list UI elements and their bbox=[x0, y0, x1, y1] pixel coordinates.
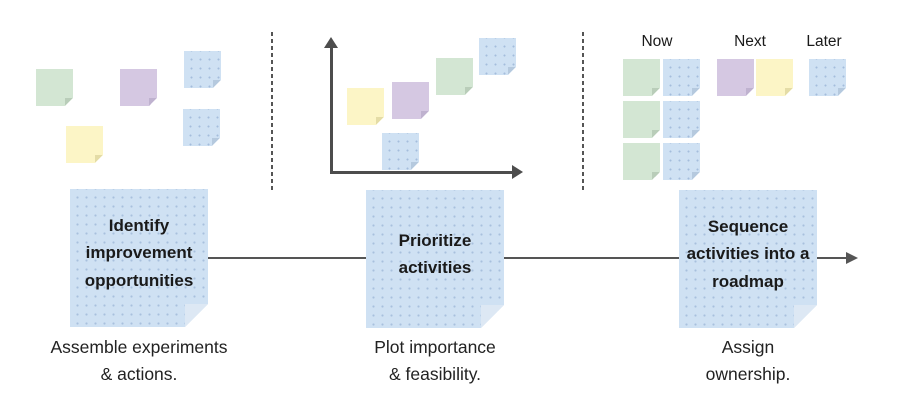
roadmap-column-label-next: Next bbox=[734, 33, 766, 50]
sticky-note-blue bbox=[183, 109, 220, 146]
sticky-note-yellow bbox=[756, 59, 793, 96]
roadmap-column-label-now: Now bbox=[641, 33, 673, 50]
sticky-note-blue bbox=[809, 59, 846, 96]
sticky-note-blue bbox=[479, 38, 516, 75]
roadmap-column-label-later: Later bbox=[806, 33, 842, 50]
sticky-note-green bbox=[623, 59, 660, 96]
sticky-note-blue bbox=[663, 59, 700, 96]
step-note-sequence: Sequence activities into a roadmap bbox=[679, 190, 817, 328]
sticky-note-blue bbox=[663, 101, 700, 138]
step-caption: Assign ownership. bbox=[705, 337, 791, 385]
section-divider-2 bbox=[582, 32, 584, 193]
step-note-identify: Identify improvement opportunities bbox=[70, 189, 208, 327]
sticky-note-blue bbox=[184, 51, 221, 88]
step-caption: Plot importance & feasibility. bbox=[374, 337, 496, 385]
sticky-note-green bbox=[623, 101, 660, 138]
sticky-note-purple bbox=[717, 59, 754, 96]
section-divider-1 bbox=[271, 32, 273, 193]
x-axis-arrowhead-icon bbox=[512, 165, 523, 179]
sticky-note-green bbox=[623, 143, 660, 180]
sticky-note-yellow bbox=[66, 126, 103, 163]
step-title: Prioritize activities bbox=[398, 230, 472, 277]
flow-arrow-line bbox=[208, 257, 847, 259]
sticky-note-purple bbox=[120, 69, 157, 106]
sticky-note-blue bbox=[382, 133, 419, 170]
y-axis-arrowhead-icon bbox=[324, 37, 338, 48]
step-note-prioritize: Prioritize activities bbox=[366, 190, 504, 328]
flow-arrowhead-icon bbox=[846, 252, 858, 264]
sticky-note-green bbox=[436, 58, 473, 95]
y-axis-line bbox=[330, 46, 333, 174]
sticky-note-yellow bbox=[347, 88, 384, 125]
step-caption: Assemble experiments & actions. bbox=[50, 337, 228, 385]
sticky-note-green bbox=[36, 69, 73, 106]
step-title: Sequence activities into a roadmap bbox=[686, 217, 810, 291]
step-title: Identify improvement opportunities bbox=[84, 216, 194, 290]
sticky-note-purple bbox=[392, 82, 429, 119]
sticky-note-blue bbox=[663, 143, 700, 180]
x-axis-line bbox=[332, 171, 513, 174]
